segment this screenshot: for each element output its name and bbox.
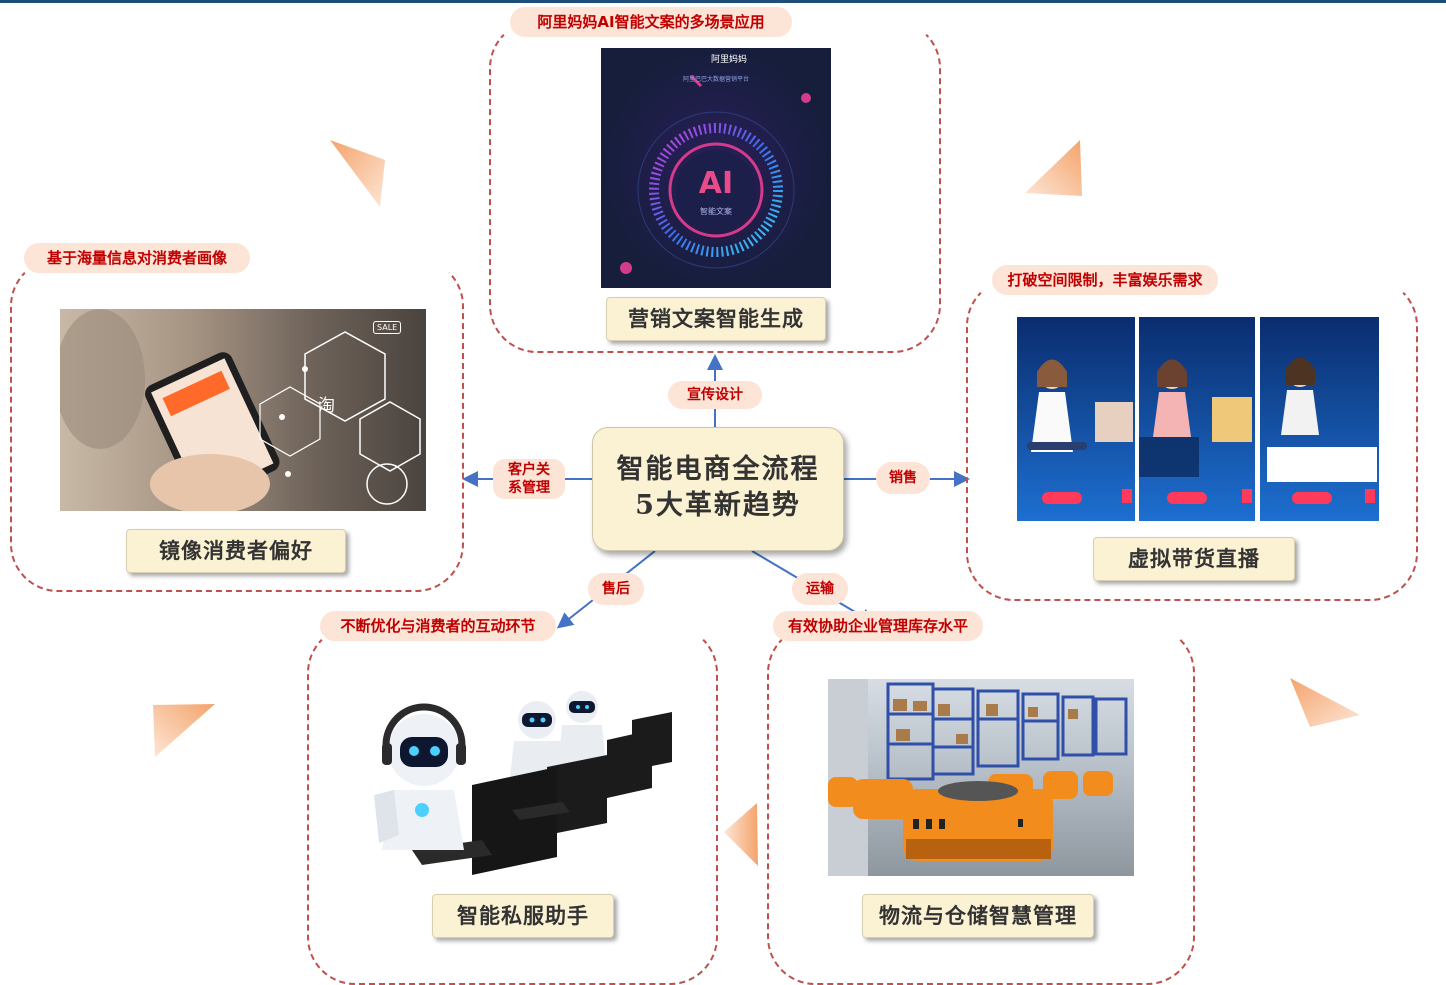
caption-bottom-right: 物流与仓储智慧管理: [862, 894, 1094, 938]
center-line2: 5大革新趋势: [635, 490, 801, 521]
caption-top: 营销文案智能生成: [606, 297, 826, 341]
decor-triangle-5: [724, 803, 758, 866]
top-border-line: [0, 0, 1446, 3]
image-warehouse-robots: [828, 679, 1134, 876]
center-line1: 智能电商全流程: [616, 454, 820, 485]
panel-left: [10, 258, 464, 592]
caption-bottom-left: 智能私服助手: [432, 894, 614, 938]
decor-triangle-1: [330, 140, 385, 207]
image-virtual-livestream: [1017, 317, 1379, 521]
ai-badge: AI: [698, 166, 734, 201]
ai-badge-sub: 智能文案: [700, 207, 732, 216]
panel-right: [966, 278, 1418, 601]
sale-icon: SALE: [373, 321, 402, 334]
connector-bottom-right: 运输: [792, 573, 848, 605]
image-robot-assistants: [362, 685, 674, 880]
connector-left-text: 客户关系管理: [508, 462, 550, 496]
decor-triangle-4: [1290, 678, 1360, 727]
image-ai-copywriting: 阿里妈妈 阿里巴巴大数据营销平台 AI 智能文案: [601, 48, 831, 288]
tag-top: 阿里妈妈AI智能文案的多场景应用: [510, 7, 792, 37]
tag-bottom-right: 有效协助企业管理库存水平: [773, 611, 983, 641]
center-node: 智能电商全流程 5大革新趋势: [592, 427, 844, 551]
tag-bottom-left: 不断优化与消费者的互动环节: [320, 611, 556, 641]
connector-top: 宣传设计: [668, 381, 762, 409]
ai-brand-sub: 阿里巴巴大数据营销平台: [682, 76, 749, 83]
caption-right: 虚拟带货直播: [1093, 537, 1295, 581]
decor-triangle-2: [1025, 140, 1082, 196]
tao-icon: 淘: [318, 396, 335, 416]
caption-left: 镜像消费者偏好: [126, 529, 346, 573]
connector-right: 销售: [876, 462, 930, 494]
tag-left: 基于海量信息对消费者画像: [24, 243, 250, 273]
image-consumer-phone: SALE 淘: [60, 309, 426, 511]
connector-left: 客户关系管理: [493, 459, 565, 499]
panel-top: [489, 20, 941, 353]
connector-bottom-left: 售后: [588, 573, 644, 605]
decor-triangle-3: [153, 704, 215, 757]
tag-right: 打破空间限制，丰富娱乐需求: [992, 265, 1218, 295]
ai-brand: 阿里妈妈: [711, 55, 748, 65]
